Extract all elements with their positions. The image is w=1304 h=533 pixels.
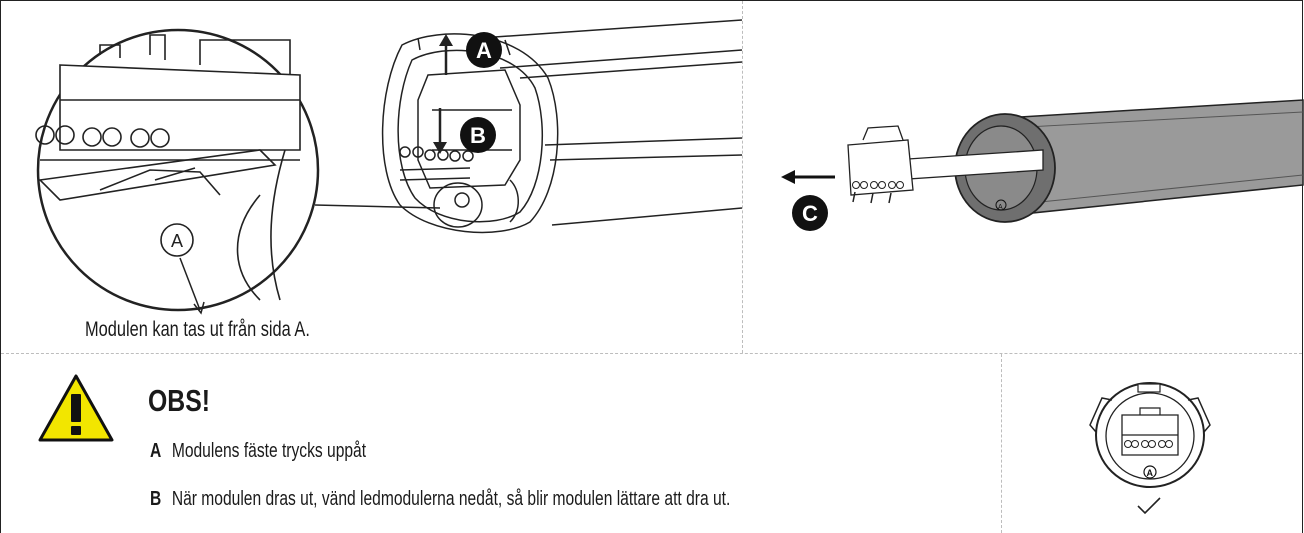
divider-vertical-bottom bbox=[1001, 354, 1002, 533]
callout-a-label: A bbox=[476, 38, 492, 63]
figure-caption: Modulen kan tas ut från sida A. bbox=[85, 318, 310, 341]
callout-c-label: C bbox=[802, 201, 818, 226]
notice-item-letter: B bbox=[150, 488, 162, 510]
notice-item-letter: A bbox=[150, 440, 162, 462]
module-closeup-illustration: A A B bbox=[35, 19, 743, 315]
notice-item-text: Modulens fäste trycks uppåt bbox=[171, 440, 367, 462]
module-removal-illustration: A C bbox=[781, 99, 1304, 231]
thumbnail-side-label: A bbox=[1147, 468, 1154, 478]
magnifier-side-label: A bbox=[171, 231, 183, 251]
notice-item-text: När modulen dras ut, vänd ledmodulerna n… bbox=[171, 488, 731, 510]
callout-c-badge bbox=[792, 195, 828, 231]
callout-a-badge bbox=[466, 32, 502, 68]
checkmark-icon bbox=[1137, 497, 1161, 515]
correct-orientation-thumbnail: A bbox=[1089, 382, 1211, 515]
notice-title: OBS! bbox=[148, 383, 210, 418]
cap-side-label: A bbox=[998, 204, 1003, 211]
divider-horizontal bbox=[1, 353, 1302, 354]
callout-b-label: B bbox=[470, 123, 486, 148]
warning-triangle-icon bbox=[38, 374, 114, 442]
notice-item-a: A Modulens fäste trycks uppåt bbox=[150, 440, 366, 463]
divider-vertical-top bbox=[742, 1, 743, 353]
callout-b-badge bbox=[460, 117, 496, 153]
notice-item-b: B När modulen dras ut, vänd ledmodulerna … bbox=[150, 488, 730, 511]
